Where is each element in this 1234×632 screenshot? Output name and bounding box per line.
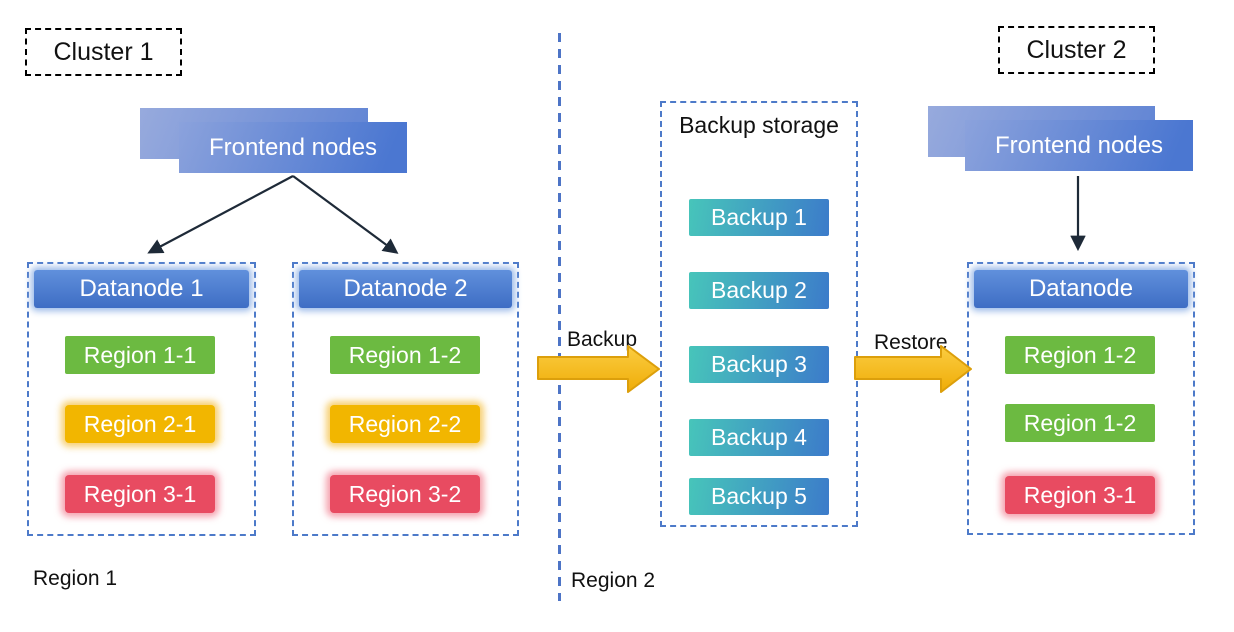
backup-item-3: Backup 3 bbox=[689, 346, 829, 383]
region-box-2-2: Region 2-2 bbox=[330, 405, 480, 443]
cluster1-frontend-nodes-box: Frontend nodes bbox=[179, 122, 407, 173]
backup-arrow-label: Backup bbox=[567, 328, 638, 351]
cluster2-label-text: Cluster 2 bbox=[1026, 35, 1127, 64]
restored-region-box-1: Region 1-2 bbox=[1005, 336, 1155, 374]
cluster2-datanode-container: Datanode Region 1-2 Region 1-2 Region 3-… bbox=[967, 262, 1195, 535]
region-box-3-2: Region 3-2 bbox=[330, 475, 480, 513]
arrow-frontend-to-datanode2 bbox=[292, 175, 399, 254]
datanode1-title: Datanode 1 bbox=[79, 275, 204, 302]
region-box-3-1: Region 3-1 bbox=[65, 475, 215, 513]
cluster2-datanode-title: Datanode bbox=[1028, 275, 1134, 302]
cluster1-label-text: Cluster 1 bbox=[53, 37, 154, 66]
datanode1-container: Datanode 1 Region 1-1 Region 2-1 Region … bbox=[27, 262, 256, 536]
cluster2-frontend-label: Frontend nodes bbox=[994, 131, 1164, 159]
region-box-1-1: Region 1-1 bbox=[65, 336, 215, 374]
backup-storage-title: Backup storage bbox=[679, 112, 839, 138]
backup-storage-container: Backup storage Backup 1 Backup 2 Backup … bbox=[660, 101, 858, 527]
datanode1-header: Datanode 1 bbox=[34, 270, 249, 308]
region2-label: Region 2 bbox=[571, 569, 656, 592]
cluster1-frontend-label: Frontend nodes bbox=[208, 133, 378, 161]
region-box-2-1: Region 2-1 bbox=[65, 405, 215, 443]
backup-item-4: Backup 4 bbox=[689, 419, 829, 456]
cluster2-label: Cluster 2 bbox=[998, 26, 1155, 74]
backup-item-2: Backup 2 bbox=[689, 272, 829, 309]
arrow-frontend-to-datanode1 bbox=[147, 175, 294, 254]
cluster1-label: Cluster 1 bbox=[25, 28, 182, 76]
region1-label: Region 1 bbox=[33, 567, 118, 590]
cluster2-datanode-header: Datanode bbox=[974, 270, 1188, 308]
region-divider-line bbox=[558, 33, 561, 601]
datanode2-header: Datanode 2 bbox=[299, 270, 512, 308]
restore-arrow-label: Restore bbox=[874, 331, 948, 354]
backup-block-arrow bbox=[537, 345, 660, 393]
backup-item-1: Backup 1 bbox=[689, 199, 829, 236]
region-box-1-2: Region 1-2 bbox=[330, 336, 480, 374]
backup-item-5: Backup 5 bbox=[689, 478, 829, 515]
datanode2-title: Datanode 2 bbox=[343, 275, 468, 302]
datanode2-container: Datanode 2 Region 1-2 Region 2-2 Region … bbox=[292, 262, 519, 536]
restored-region-box-3: Region 3-1 bbox=[1005, 476, 1155, 514]
cluster2-frontend-nodes-box: Frontend nodes bbox=[965, 120, 1193, 171]
restored-region-box-2: Region 1-2 bbox=[1005, 404, 1155, 442]
